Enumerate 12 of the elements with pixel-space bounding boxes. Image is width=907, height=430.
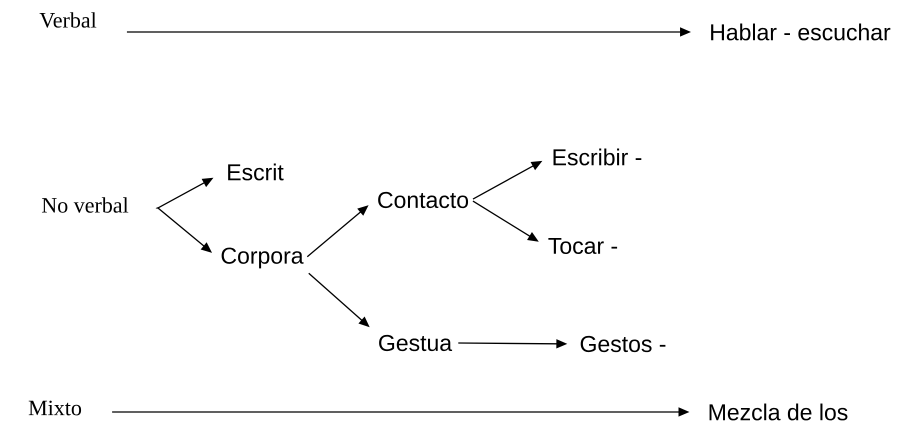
text-label: Verbal — [40, 12, 96, 28]
text-label: Gestua — [379, 334, 452, 352]
text-label: Mezcla de los — [710, 404, 848, 420]
text-label: Mixto — [28, 400, 82, 416]
text-label: Corpora — [222, 248, 304, 268]
text-label: Gestos - — [580, 336, 666, 352]
text-label: Tocar - — [548, 238, 618, 254]
text-label: Contacto — [378, 192, 468, 208]
text-label: No verbal — [42, 197, 128, 213]
text-label: Hablar - escuchar — [711, 24, 890, 40]
text-label: Escribir - — [554, 148, 642, 166]
text-label: Escrit — [228, 164, 284, 180]
